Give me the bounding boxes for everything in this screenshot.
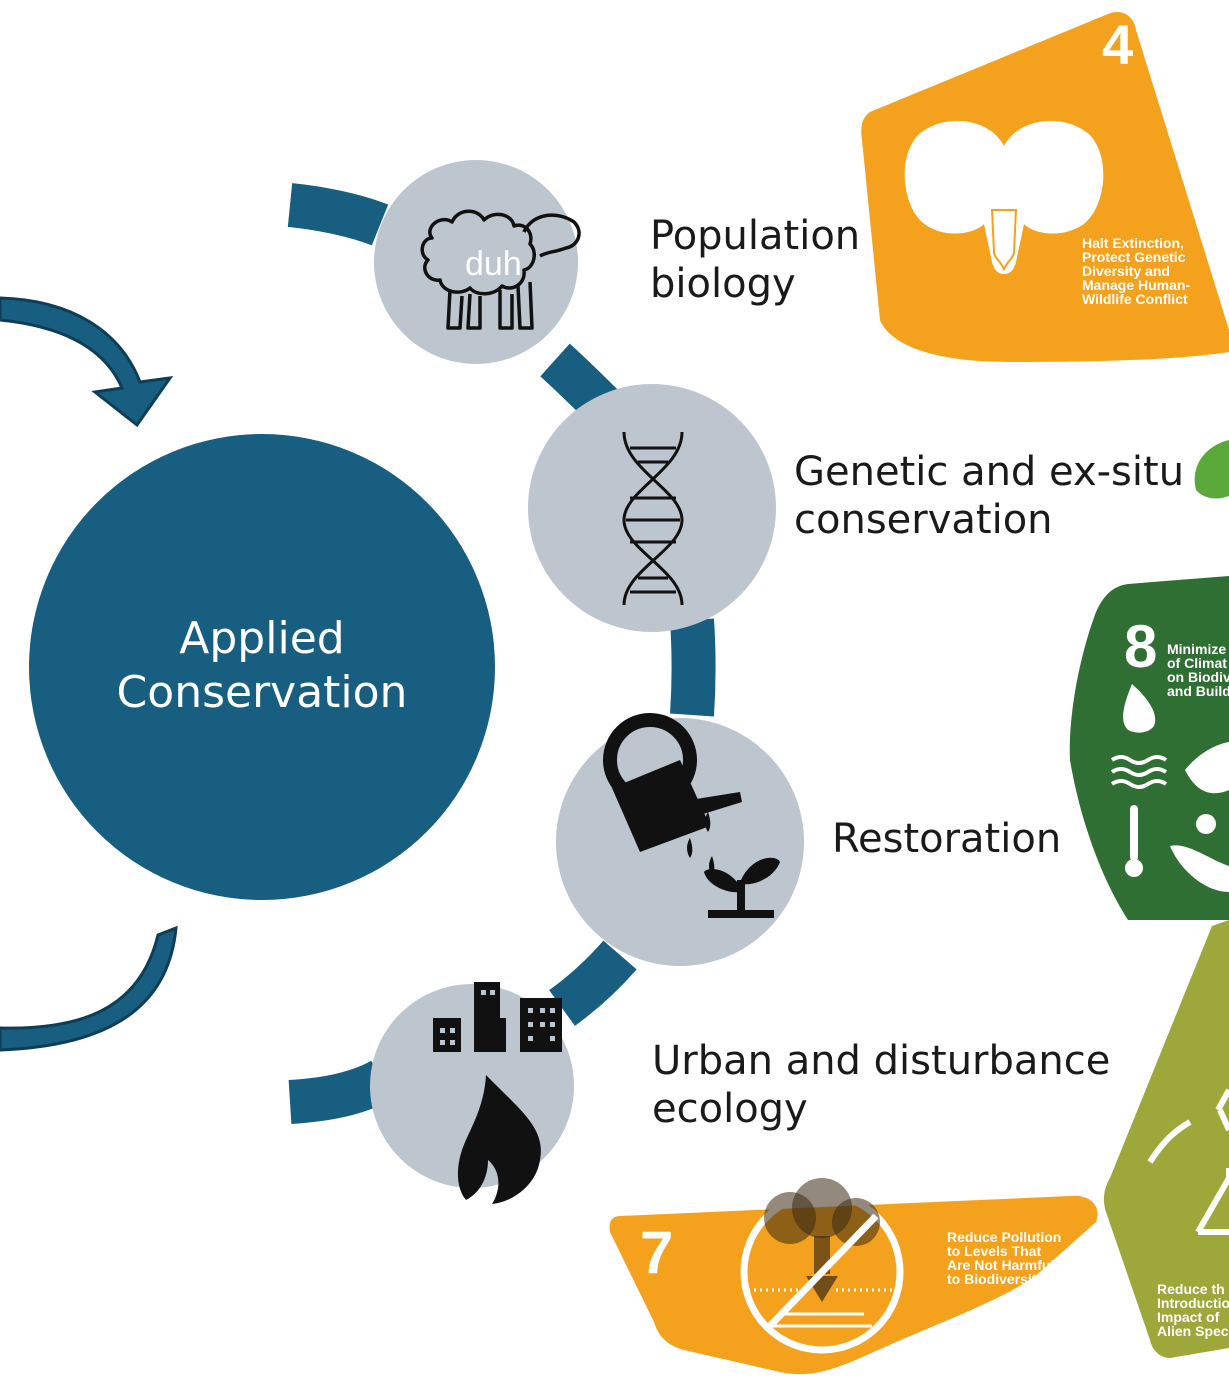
card-8-text-line: on Biodiv (1167, 669, 1229, 685)
sheep-icon (420, 209, 581, 330)
card-7 (609, 1178, 1098, 1375)
card-olive-text-line: Introductio (1157, 1295, 1229, 1311)
hub-label-line2: Conservation (116, 667, 408, 718)
card-7-text: Reduce Pollution to Levels That Are Not … (947, 1230, 1061, 1286)
card-8-text-line: Minimize (1167, 641, 1227, 657)
topic-label-line2: biology (650, 261, 796, 307)
city-fire-icon (433, 982, 562, 1204)
topic-label-line2: ecology (652, 1086, 808, 1132)
card-4-text-line: Protect Genetic (1082, 249, 1186, 265)
card-7-text-line: to Biodiversity (947, 1271, 1045, 1287)
card-4-text: Halt Extinction, Protect Genetic Diversi… (1082, 236, 1190, 306)
topic-label-line1: Restoration (832, 816, 1062, 862)
leaf-shape (1194, 440, 1229, 499)
topic-label-line1: Genetic and ex-situ (794, 449, 1185, 495)
card-8-text: Minimize of Climat on Biodiv and Build (1167, 642, 1229, 698)
topic-label-genetic: Genetic and ex-situ conservation (794, 448, 1184, 544)
climate-icon (1110, 684, 1229, 892)
card-4-text-line: Diversity and (1082, 263, 1170, 279)
card-4-text-line: Wildlife Conflict (1082, 291, 1188, 307)
card-8-text-line: and Build (1167, 683, 1229, 699)
elephant-icon (904, 120, 1104, 274)
watering-can-plant-icon (603, 713, 780, 918)
topic-label-restoration: Restoration (832, 815, 1061, 863)
bottom-curved-arrow (0, 925, 178, 1052)
card-7-text-line: Reduce Pollution (947, 1229, 1062, 1245)
card-7-text-line: to Levels That (947, 1243, 1042, 1259)
topic-circle-genetic (528, 384, 776, 632)
topic-label-urban: Urban and disturbance ecology (652, 1037, 1110, 1133)
card-4-text-line: Manage Human- (1082, 277, 1191, 293)
invasive-warning-icon (1147, 1088, 1229, 1235)
card-olive-text-line: Impact of (1157, 1309, 1220, 1325)
no-pollution-icon (740, 1178, 904, 1354)
topic-label-population: Population biology (650, 212, 860, 308)
card-8-text-line: of Climat (1167, 655, 1227, 671)
topic-label-line1: Population (650, 213, 861, 259)
card-olive-text: Reduce th Introductio Impact of Alien Sp… (1157, 1282, 1229, 1338)
card-4-number: 4 (1102, 13, 1134, 76)
hub-label-line1: Applied (179, 613, 345, 664)
card-8-number: 8 (1124, 613, 1158, 680)
topic-label-line2: conservation (794, 497, 1053, 543)
card-7-text-line: Are Not Harmful (947, 1257, 1055, 1273)
dna-icon (622, 431, 684, 606)
topic-circle-restoration (556, 718, 804, 966)
card-olive-text-line: Alien Spec (1157, 1323, 1229, 1339)
card-4 (861, 11, 1229, 363)
topic-circle-population (374, 160, 578, 364)
top-curved-arrow (0, 296, 174, 428)
sheep-icon-text: duh (465, 245, 522, 283)
card-olive (1103, 920, 1229, 1358)
card-4-text-line: Halt Extinction, (1082, 235, 1184, 251)
card-8 (1069, 576, 1229, 920)
card-olive-text-line: Reduce th (1157, 1281, 1225, 1297)
hub-circle (29, 434, 495, 900)
topic-label-line1: Urban and disturbance (652, 1038, 1111, 1084)
card-7-number: 7 (640, 1219, 674, 1286)
hub-label: Applied Conservation (30, 612, 494, 720)
